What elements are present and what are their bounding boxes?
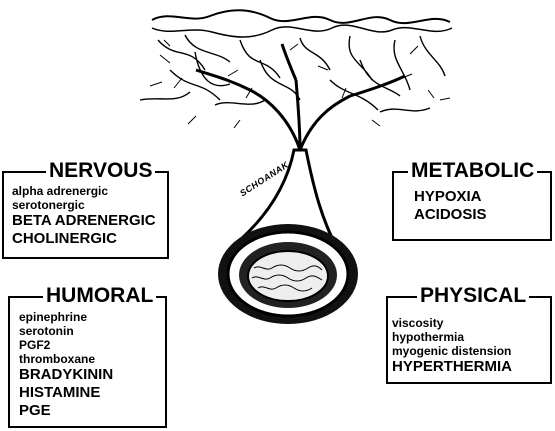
- list-item: serotonin: [19, 324, 113, 338]
- humoral-panel: HUMORAL epinephrine serotonin PGF2 throm…: [8, 296, 167, 428]
- list-item: HISTAMINE: [19, 384, 113, 402]
- list-item: CHOLINERGIC: [12, 230, 156, 248]
- list-item: viscosity: [392, 316, 512, 330]
- list-item: thromboxane: [19, 352, 113, 366]
- nervous-list: alpha adrenergic serotonergic BETA ADREN…: [12, 184, 156, 248]
- panel-title: METABOLIC: [408, 160, 537, 182]
- metabolic-panel: METABOLIC HYPOXIA ACIDOSIS: [392, 171, 552, 241]
- list-item: HYPERTHERMIA: [392, 358, 512, 376]
- capillary-surface-line: [152, 25, 452, 37]
- list-item: HYPOXIA: [414, 188, 487, 206]
- list-item: ACIDOSIS: [414, 206, 487, 224]
- capillary-surface-line: [152, 10, 450, 23]
- panel-title: HUMORAL: [43, 285, 156, 307]
- metabolic-list: HYPOXIA ACIDOSIS: [414, 188, 487, 224]
- vessel-lumen: [248, 251, 328, 301]
- nervous-panel: NERVOUS alpha adrenergic serotonergic BE…: [2, 171, 169, 259]
- list-item: serotonergic: [12, 198, 156, 212]
- vessel-cross-section: [218, 224, 358, 324]
- list-item: myogenic distension: [392, 344, 512, 358]
- list-item: alpha adrenergic: [12, 184, 156, 198]
- list-item: hypothermia: [392, 330, 512, 344]
- capillary-bed: [140, 10, 452, 150]
- list-item: PGE: [19, 402, 113, 420]
- panel-title: PHYSICAL: [417, 285, 529, 307]
- list-item: PGF2: [19, 338, 113, 352]
- list-item: BRADYKININ: [19, 366, 113, 384]
- physical-list: viscosity hypothermia myogenic distensio…: [392, 316, 512, 376]
- list-item: epinephrine: [19, 310, 113, 324]
- humoral-list: epinephrine serotonin PGF2 thromboxane B…: [19, 310, 113, 420]
- list-item: BETA ADRENERGIC: [12, 212, 156, 230]
- physical-panel: PHYSICAL viscosity hypothermia myogenic …: [386, 296, 552, 384]
- panel-title: NERVOUS: [46, 160, 155, 182]
